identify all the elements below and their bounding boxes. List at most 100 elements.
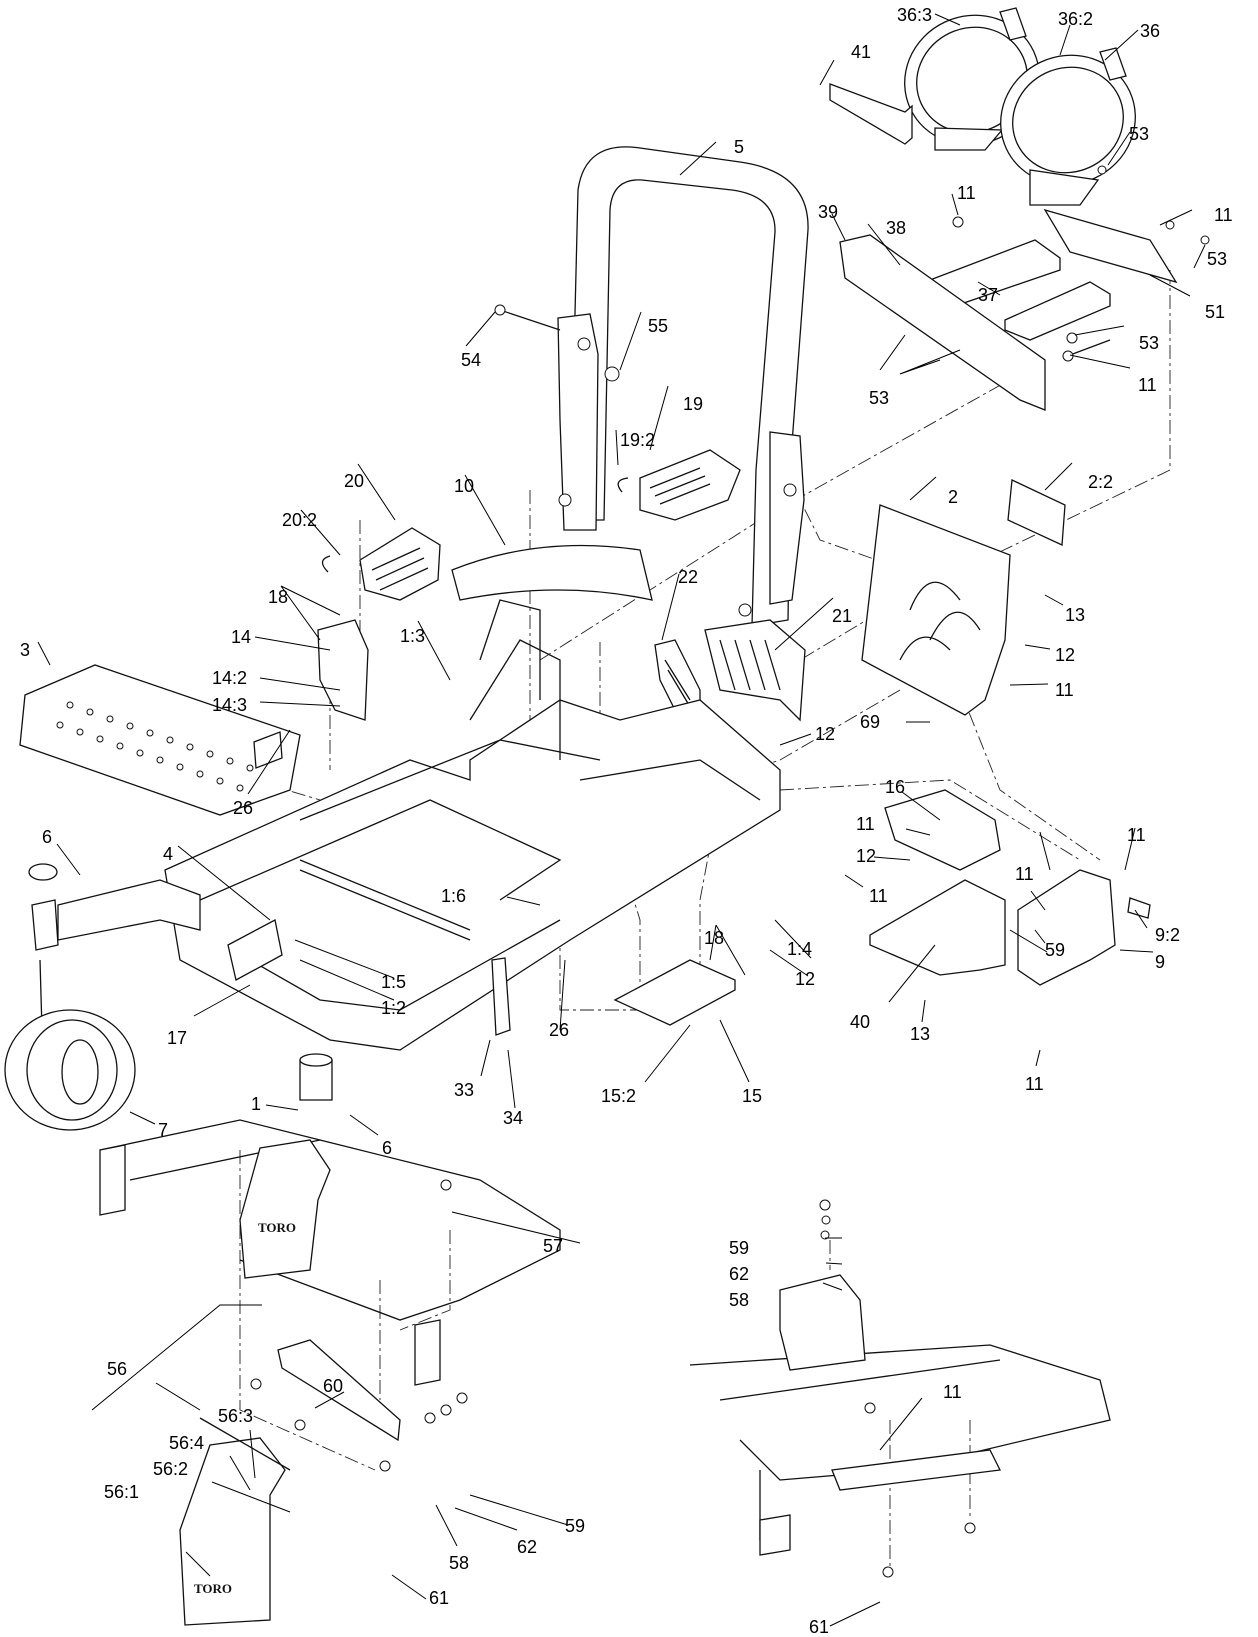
callout-14-2: 14:2 bbox=[212, 668, 247, 688]
decal-9-2 bbox=[1127, 897, 1151, 919]
callout-1-6: 1:6 bbox=[441, 886, 466, 906]
leader-lines bbox=[37, 13, 1206, 1627]
counterweight-upper: TORO bbox=[239, 1139, 331, 1279]
bracket-34 bbox=[491, 957, 511, 1036]
callout-26: 26 bbox=[233, 798, 253, 818]
callout-4: 4 bbox=[163, 844, 173, 864]
callout-36-2: 36:2 bbox=[1058, 9, 1093, 29]
callout-69: 69 bbox=[860, 712, 880, 732]
callout-41: 41 bbox=[851, 42, 871, 62]
callout-14-3: 14:3 bbox=[212, 695, 247, 715]
callout-26: 26 bbox=[549, 1020, 569, 1040]
bracket-37 bbox=[1004, 281, 1111, 341]
weight-bracket-56 bbox=[91, 1304, 262, 1411]
callout-11: 11 bbox=[1055, 680, 1074, 700]
callout-12: 12 bbox=[815, 724, 835, 744]
callout-51: 51 bbox=[1205, 302, 1225, 322]
weight-hardware bbox=[199, 1179, 468, 1472]
callout-34: 34 bbox=[503, 1108, 523, 1128]
caster-assembly bbox=[28, 863, 201, 1031]
channel-39 bbox=[839, 234, 1046, 411]
fuel-tank-right bbox=[1000, 47, 1136, 206]
callout-59: 59 bbox=[1045, 940, 1065, 960]
callout-53: 53 bbox=[1129, 124, 1149, 144]
floor-pan-holes bbox=[56, 701, 254, 792]
callout-15: 15 bbox=[742, 1086, 762, 1106]
bracket-41 bbox=[829, 83, 913, 145]
callout-36: 36 bbox=[1140, 21, 1160, 41]
callout-11: 11 bbox=[1138, 375, 1157, 395]
callout-62: 62 bbox=[517, 1537, 537, 1557]
callout-20: 20 bbox=[344, 471, 364, 491]
callout-38: 38 bbox=[886, 218, 906, 238]
callout-1: 1 bbox=[251, 1094, 261, 1114]
callout-60: 60 bbox=[323, 1376, 343, 1396]
callout-58: 58 bbox=[729, 1290, 749, 1310]
channel-1-2 bbox=[299, 859, 471, 941]
callout-11: 11 bbox=[856, 814, 875, 834]
callout-21: 21 bbox=[832, 606, 852, 626]
caster-wheel-7 bbox=[4, 1009, 136, 1131]
callout-5: 5 bbox=[734, 137, 744, 157]
callout-18: 18 bbox=[268, 587, 288, 607]
callout-11: 11 bbox=[1025, 1074, 1044, 1094]
callout-33: 33 bbox=[454, 1080, 474, 1100]
frame-plate-17 bbox=[227, 919, 283, 981]
callout-56: 56 bbox=[107, 1359, 127, 1379]
callout-12: 12 bbox=[856, 846, 876, 866]
callout-13: 13 bbox=[1065, 605, 1085, 625]
callout-16: 16 bbox=[885, 777, 905, 797]
callout-1-4: 1:4 bbox=[787, 939, 812, 959]
callout-2-2: 2:2 bbox=[1088, 472, 1113, 492]
step-pad-19 bbox=[639, 449, 741, 521]
callout-56-4: 56:4 bbox=[169, 1433, 204, 1453]
rops-bracket-right bbox=[769, 431, 805, 605]
main-frame-1 bbox=[164, 599, 781, 1051]
callout-36-3: 36:3 bbox=[897, 5, 932, 25]
callout-14: 14 bbox=[231, 627, 251, 647]
right-weight-hardware bbox=[819, 1199, 976, 1578]
callout-55: 55 bbox=[648, 316, 668, 336]
callout-3: 3 bbox=[20, 640, 30, 660]
weight-bar-right bbox=[831, 1449, 1001, 1491]
callout-1-5: 1:5 bbox=[381, 972, 406, 992]
bracket-14 bbox=[317, 619, 369, 721]
bumper-9 bbox=[1017, 869, 1116, 986]
step-pad-20 bbox=[359, 527, 441, 601]
toro-logo-lower: TORO bbox=[194, 1581, 232, 1596]
callout-56-3: 56:3 bbox=[218, 1406, 253, 1426]
callout-54: 54 bbox=[461, 350, 481, 370]
shield-40 bbox=[869, 879, 1006, 976]
bumper-19-2 bbox=[617, 477, 629, 493]
callout-19-2: 19:2 bbox=[620, 430, 655, 450]
callout-20-2: 20:2 bbox=[282, 510, 317, 530]
weight-bar-60 bbox=[277, 1339, 401, 1442]
callout-11: 11 bbox=[1214, 205, 1233, 225]
callout-15-2: 15:2 bbox=[601, 1086, 636, 1106]
counterweight-56-1: TORO bbox=[179, 1437, 286, 1626]
callout-62: 62 bbox=[729, 1264, 749, 1284]
callout-9-2: 9:2 bbox=[1155, 925, 1180, 945]
callout-18: 18 bbox=[704, 928, 724, 948]
callout-6: 6 bbox=[42, 827, 52, 847]
callout-53: 53 bbox=[1207, 249, 1227, 269]
toro-logo-upper: TORO bbox=[258, 1220, 296, 1235]
callout-1-3: 1:3 bbox=[400, 626, 425, 646]
callout-61: 61 bbox=[809, 1617, 829, 1637]
mount-plate-51 bbox=[1043, 208, 1178, 284]
decal-26 bbox=[253, 731, 283, 769]
callout-11: 11 bbox=[957, 183, 976, 203]
callout-12: 12 bbox=[1055, 645, 1075, 665]
callout-9: 9 bbox=[1155, 952, 1165, 972]
callout-13: 13 bbox=[910, 1024, 930, 1044]
callout-40: 40 bbox=[850, 1012, 870, 1032]
callout-59: 59 bbox=[565, 1516, 585, 1536]
shield-16 bbox=[884, 789, 1001, 871]
spindle-1 bbox=[299, 1053, 333, 1101]
rear-frame-lower-right bbox=[689, 1344, 1111, 1556]
callout-53: 53 bbox=[869, 388, 889, 408]
callout-22: 22 bbox=[678, 567, 698, 587]
callout-11: 11 bbox=[1015, 864, 1034, 884]
callout-56-2: 56:2 bbox=[153, 1459, 188, 1479]
